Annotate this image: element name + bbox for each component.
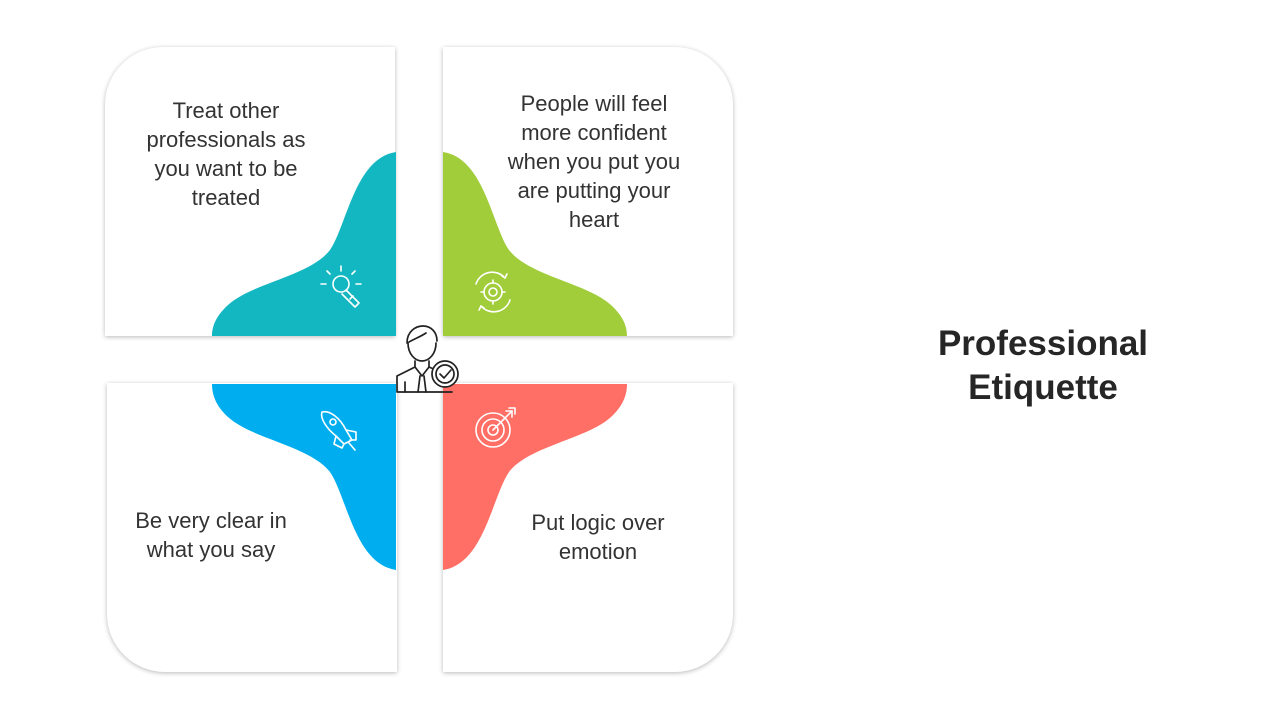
petal-bottom-right xyxy=(443,384,627,570)
target-icon xyxy=(475,407,516,448)
quadrant-text-top-left: Treat other professionals as you want to… xyxy=(146,98,306,210)
petal-top-left xyxy=(212,152,396,336)
quadrant-text-bottom-right: Put logic over emotion xyxy=(531,510,665,564)
quadrant-text-top-right: People will feel more confident when you… xyxy=(507,91,681,232)
page-title: Professional Etiquette xyxy=(937,324,1149,407)
quadrant-text-bottom-left: Be very clear in what you say xyxy=(135,508,287,562)
professional-person-icon xyxy=(396,325,459,393)
gear-icon xyxy=(475,271,511,313)
lightbulb-icon xyxy=(320,265,362,308)
rocket-icon xyxy=(320,410,357,451)
